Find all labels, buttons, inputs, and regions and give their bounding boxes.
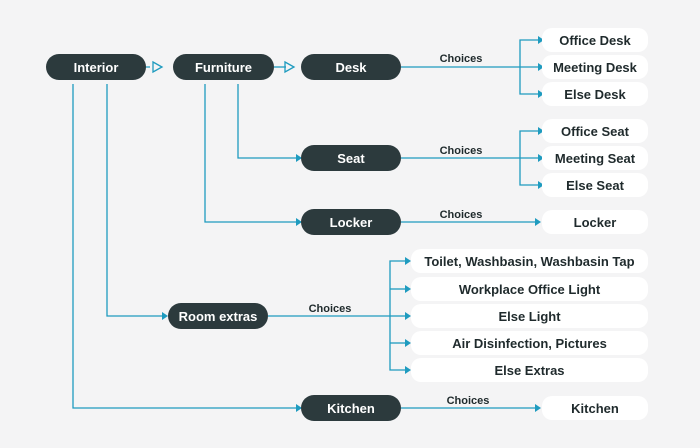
edge-label-seat-choices: Choices — [439, 145, 483, 157]
option-office-desk: Office Desk — [542, 28, 648, 52]
option-kitchen: Kitchen — [542, 396, 648, 420]
node-locker: Locker — [301, 209, 401, 235]
option-air-disinfection: Air Disinfection, Pictures — [411, 331, 648, 355]
option-toilet-washbasin: Toilet, Washbasin, Washbasin Tap — [411, 249, 648, 273]
node-kitchen: Kitchen — [301, 395, 401, 421]
edge-label-locker-choices: Choices — [439, 209, 483, 221]
option-else-extras: Else Extras — [411, 358, 648, 382]
option-office-seat: Office Seat — [542, 119, 648, 143]
option-else-light: Else Light — [411, 304, 648, 328]
option-meeting-seat: Meeting Seat — [542, 146, 648, 170]
edge-label-desk-choices: Choices — [439, 53, 483, 65]
option-else-desk: Else Desk — [542, 82, 648, 106]
node-interior: Interior — [46, 54, 146, 80]
node-seat: Seat — [301, 145, 401, 171]
option-meeting-desk: Meeting Desk — [542, 55, 648, 79]
option-workplace-office-light: Workplace Office Light — [411, 277, 648, 301]
node-room-extras: Room extras — [168, 303, 268, 329]
edge-label-kitchen-choices: Choices — [446, 395, 490, 407]
option-else-seat: Else Seat — [542, 173, 648, 197]
edge-label-room-choices: Choices — [308, 303, 352, 315]
node-furniture: Furniture — [173, 54, 274, 80]
option-locker: Locker — [542, 210, 648, 234]
node-desk: Desk — [301, 54, 401, 80]
